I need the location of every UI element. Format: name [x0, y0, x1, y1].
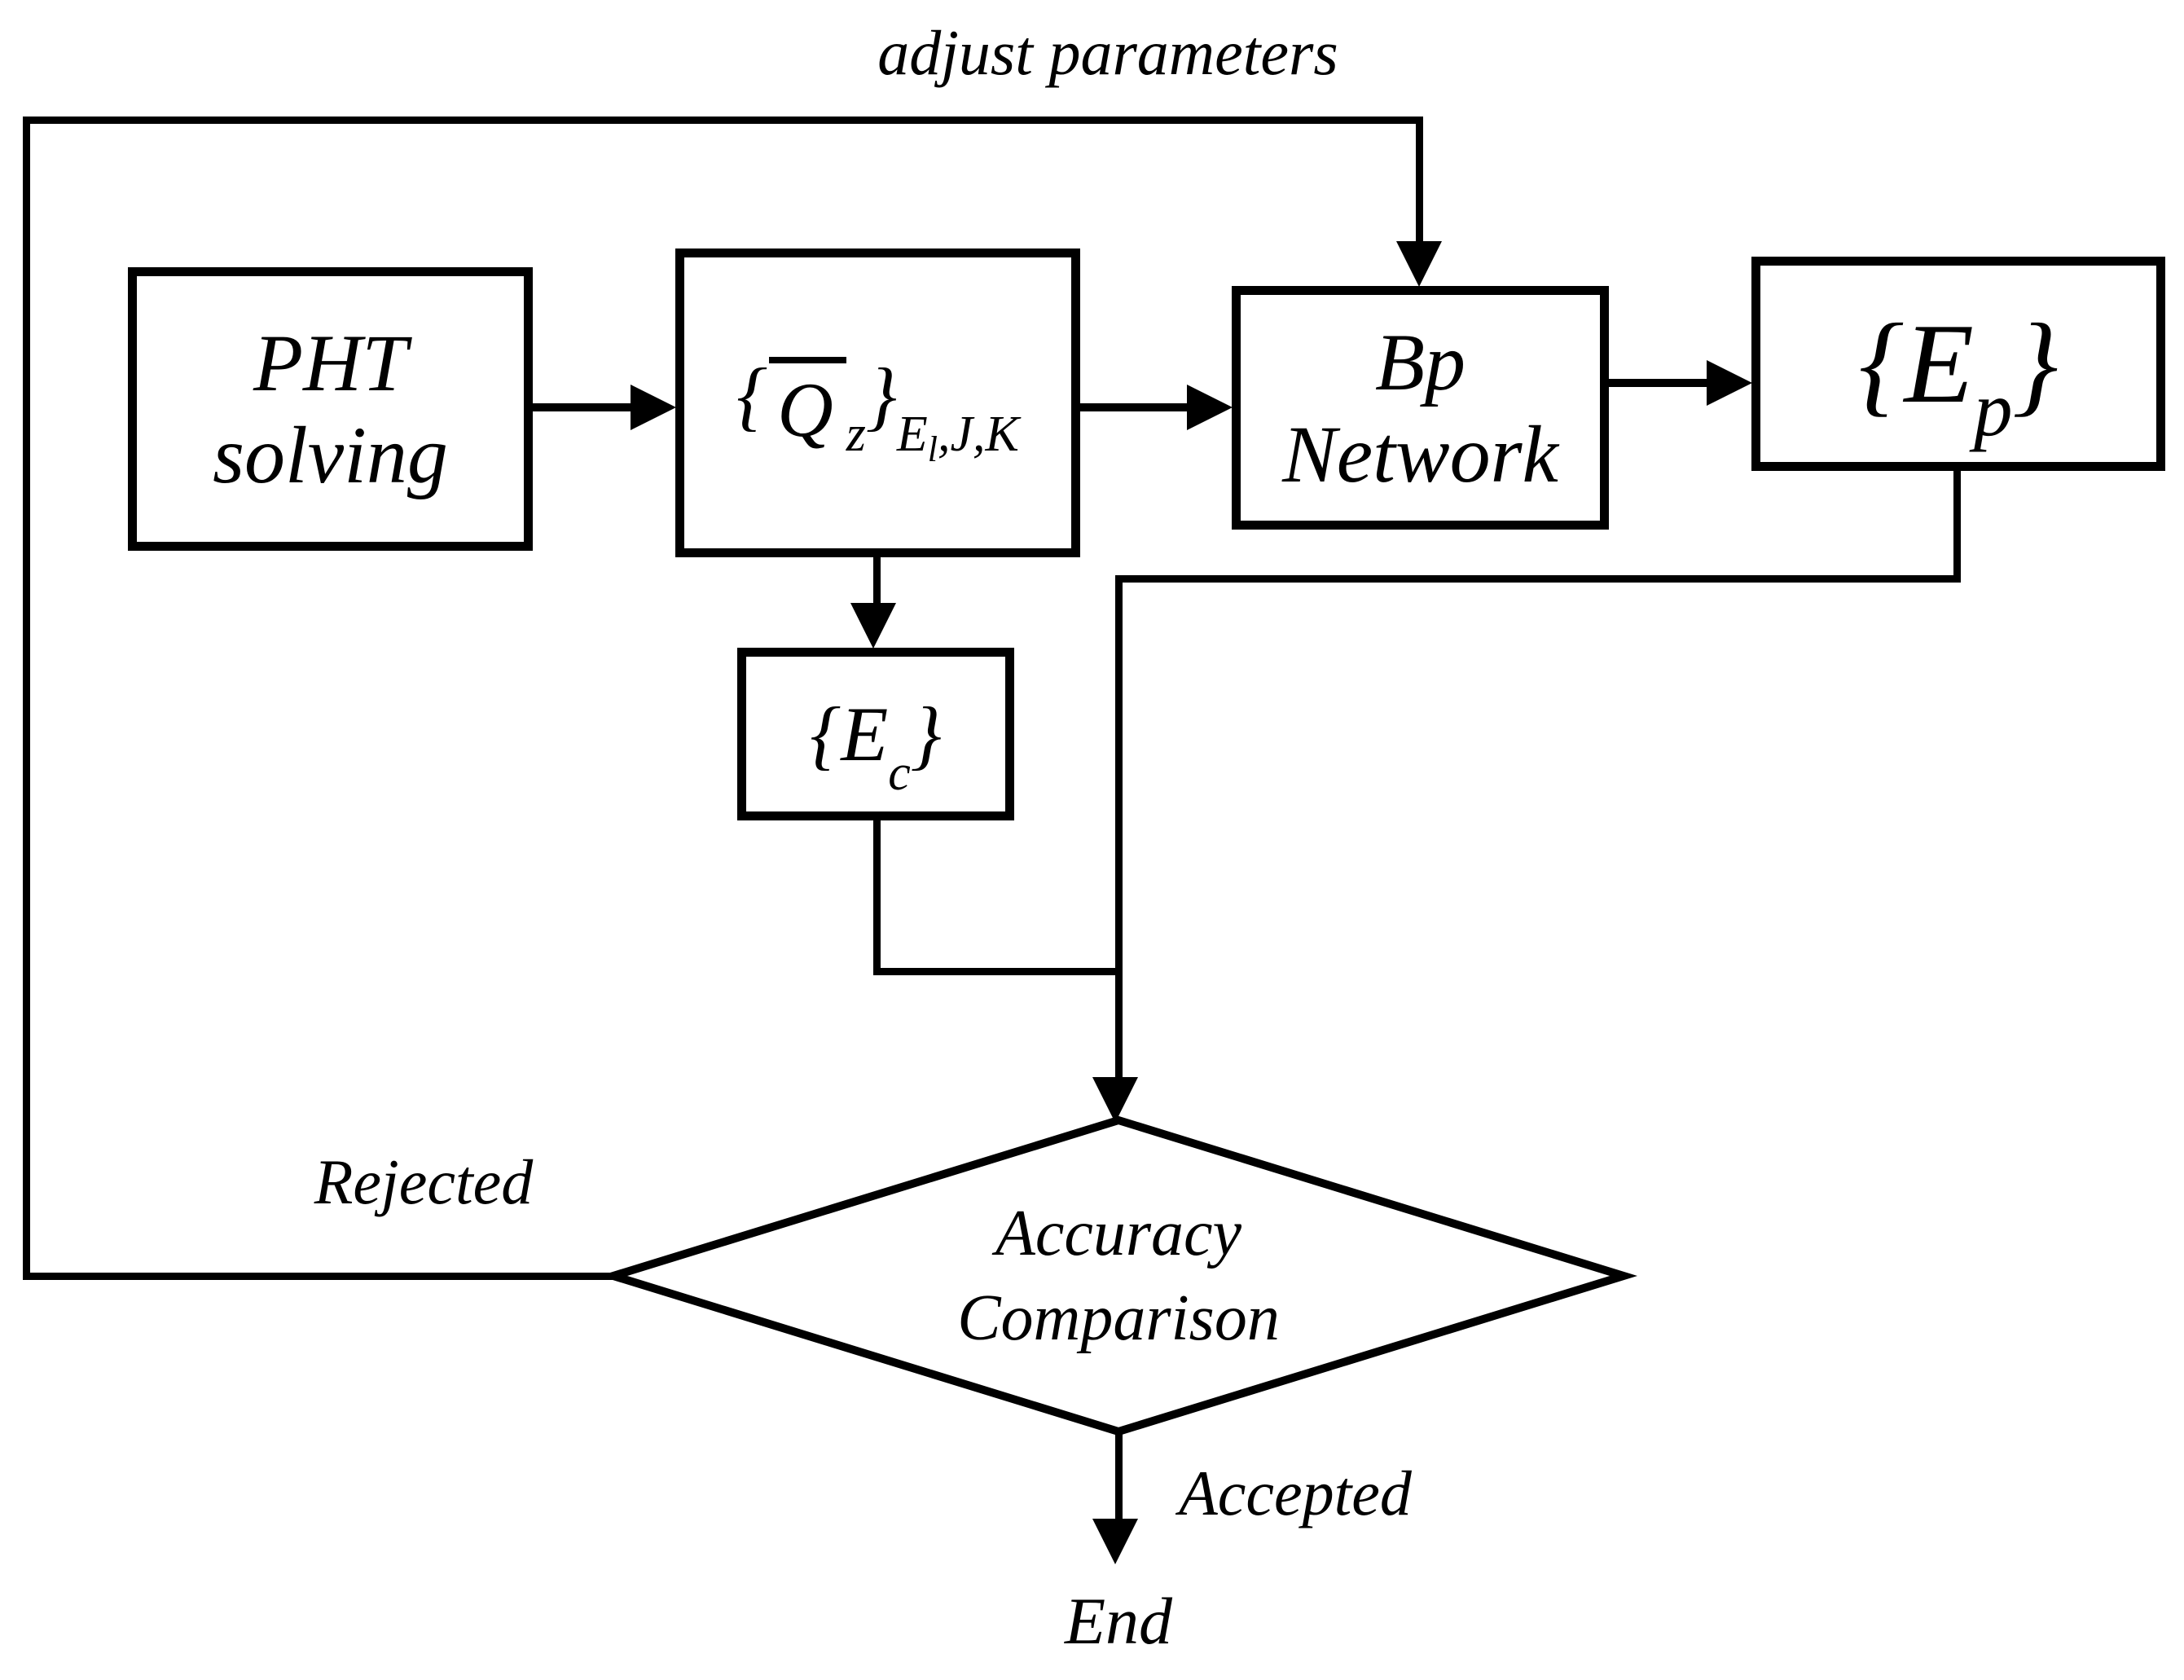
- feedback-left-line: [23, 117, 30, 1280]
- pht-label-line2: solving: [213, 410, 448, 500]
- edge-ep-across: [1115, 575, 1961, 583]
- edge-decision-to-end: [1115, 1432, 1123, 1523]
- ep-brace-close: }: [2012, 300, 2059, 427]
- arrowhead-into-bp-left-icon: [1187, 385, 1233, 430]
- edge-ec-to-junction: [873, 968, 1123, 975]
- qz-brace-close: }: [865, 352, 897, 438]
- pht-label-line1: PHT: [253, 318, 407, 408]
- edge-pht-to-qz: [533, 403, 635, 411]
- ep-brace-open: {: [1858, 300, 1905, 427]
- decision-label-line1: Accuracy: [995, 1198, 1242, 1269]
- arrowhead-into-decision-icon: [1092, 1077, 1138, 1123]
- ep-symbol: E: [1904, 300, 1975, 427]
- arrowhead-into-bp-top-icon: [1396, 241, 1442, 287]
- edge-adjust-to-bp: [1416, 117, 1423, 245]
- ec-symbol: E: [841, 690, 889, 777]
- edge-qz-to-bp: [1080, 403, 1190, 411]
- ec-sub-c: c: [888, 745, 911, 801]
- edge-bp-to-ep: [1609, 379, 1711, 387]
- qz-sub-e: E: [896, 407, 928, 462]
- edge-to-decision: [1115, 575, 1123, 1080]
- adjust-parameters-label: adjust parameters: [877, 17, 1338, 88]
- accepted-label: Accepted: [1179, 1458, 1412, 1528]
- qz-symbol: Q: [769, 357, 846, 449]
- bp-label-line2: Network: [1282, 408, 1558, 499]
- arrowhead-into-qz-icon: [631, 385, 676, 430]
- arrowhead-into-ec-icon: [850, 603, 896, 649]
- arrowhead-into-ep-icon: [1707, 360, 1752, 406]
- node-bp-network: Bp Network: [1232, 286, 1609, 530]
- bp-label-line1: Bp: [1374, 316, 1466, 407]
- rejected-line: [23, 1273, 617, 1280]
- decision-label-line2: Comparison: [957, 1282, 1280, 1354]
- edge-ec-down: [873, 820, 881, 975]
- arrowhead-into-end-icon: [1092, 1519, 1138, 1564]
- qz-sub-jk: ,J,K: [937, 407, 1019, 462]
- end-label: End: [1064, 1584, 1173, 1658]
- rejected-label: Rejected: [314, 1146, 534, 1217]
- qz-sub-z: z: [846, 407, 866, 462]
- ep-sub-p: p: [1974, 365, 2013, 452]
- qz-sub-l: l: [927, 429, 938, 469]
- ec-brace-open: {: [810, 690, 842, 777]
- node-pht-solving: PHT solving: [128, 267, 533, 551]
- edge-qz-to-ec: [873, 557, 881, 610]
- qz-brace-open: {: [736, 352, 768, 438]
- edge-ep-down: [1953, 471, 1961, 583]
- decision-label: Accuracy Comparison: [833, 1191, 1404, 1361]
- ec-brace-close: }: [910, 690, 942, 777]
- feedback-top-line: [23, 117, 1423, 124]
